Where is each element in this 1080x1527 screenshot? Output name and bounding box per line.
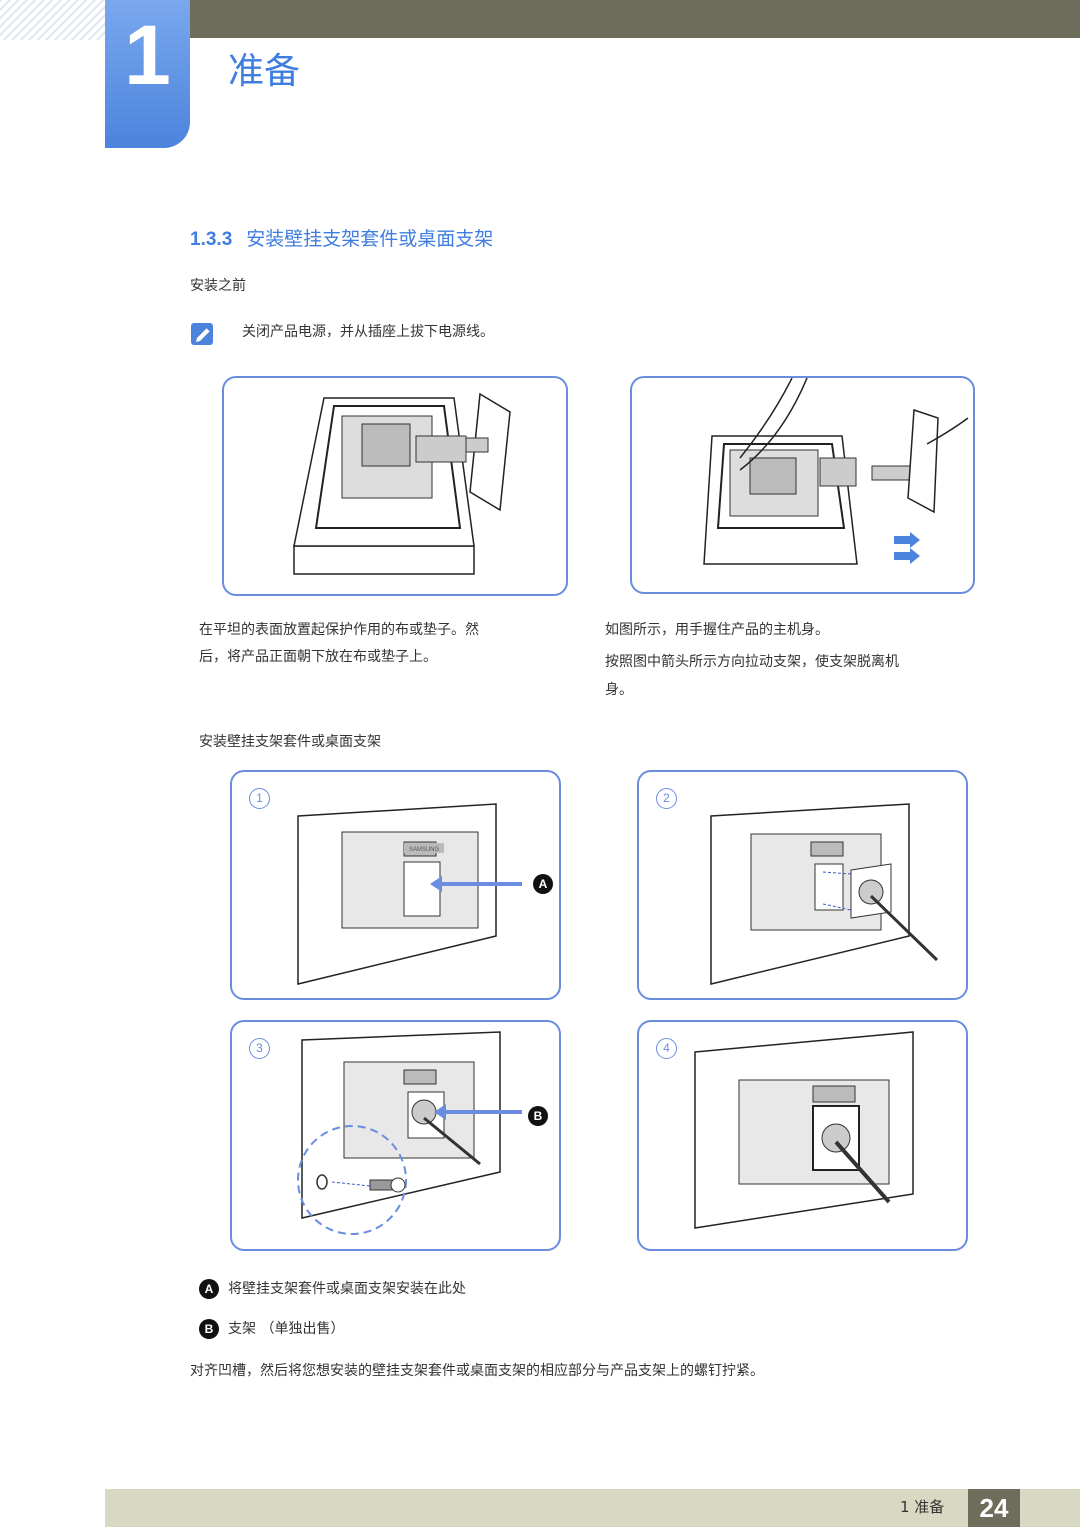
- step-1-panel: 1 A: [230, 770, 561, 1000]
- step-3-number: 3: [249, 1038, 270, 1059]
- marker-a-badge: A: [533, 874, 553, 894]
- step-2-panel: 2: [637, 770, 968, 1000]
- samsung-logo: SAMSUNG: [404, 843, 444, 853]
- section-number: 1.3.3: [190, 229, 233, 250]
- caption-right-line1: 如图所示，用手握住产品的主机身。: [605, 622, 829, 638]
- caption-left-line1: 在平坦的表面放置起保护作用的布或垫子。然: [199, 622, 479, 638]
- footer-bar: [105, 1489, 1080, 1527]
- section-heading: 1.3.3 安装壁挂支架套件或桌面支架: [190, 224, 493, 251]
- step-3-panel: 3 B: [230, 1020, 561, 1251]
- closing-instruction: 对齐凹槽，然后将您想安装的壁挂支架套件或桌面支架的相应部分与产品支架上的螺钉拧紧…: [190, 1363, 764, 1379]
- note-text: 关闭产品电源，并从插座上拔下电源线。: [242, 324, 494, 340]
- header-bar: [190, 0, 1080, 38]
- svg-text:SAMSUNG: SAMSUNG: [409, 847, 440, 853]
- caption-right-line3: 身。: [605, 682, 633, 698]
- legend-b-badge: B: [199, 1319, 219, 1339]
- install-heading: 安装壁挂支架套件或桌面支架: [199, 734, 381, 750]
- step-2-number: 2: [656, 788, 677, 809]
- chapter-title: 准备: [228, 51, 301, 92]
- legend-a-text: 将壁挂支架套件或桌面支架安装在此处: [228, 1281, 466, 1297]
- step-1-number: 1: [249, 788, 270, 809]
- step-4-number: 4: [656, 1038, 677, 1059]
- chapter-number-tab: 1: [105, 0, 190, 148]
- figure-face-down: [222, 376, 568, 596]
- caption-right-line2: 按照图中箭头所示方向拉动支架，使支架脱离机: [605, 654, 899, 670]
- legend-b-text: 支架 （单独出售）: [228, 1321, 345, 1337]
- note-pencil-icon: [190, 320, 216, 346]
- before-install-heading: 安装之前: [190, 278, 246, 294]
- footer-chapter-label: 1 准备: [900, 1498, 945, 1516]
- header-stripes: [0, 0, 105, 40]
- marker-b-badge: B: [528, 1106, 548, 1126]
- caption-left-line2: 后，将产品正面朝下放在布或垫子上。: [199, 649, 437, 665]
- step-4-panel: 4: [637, 1020, 968, 1251]
- page-number: 24: [968, 1489, 1020, 1527]
- legend-a-badge: A: [199, 1279, 219, 1299]
- figure-pull-stand: [630, 376, 975, 594]
- section-title: 安装壁挂支架套件或桌面支架: [246, 228, 494, 250]
